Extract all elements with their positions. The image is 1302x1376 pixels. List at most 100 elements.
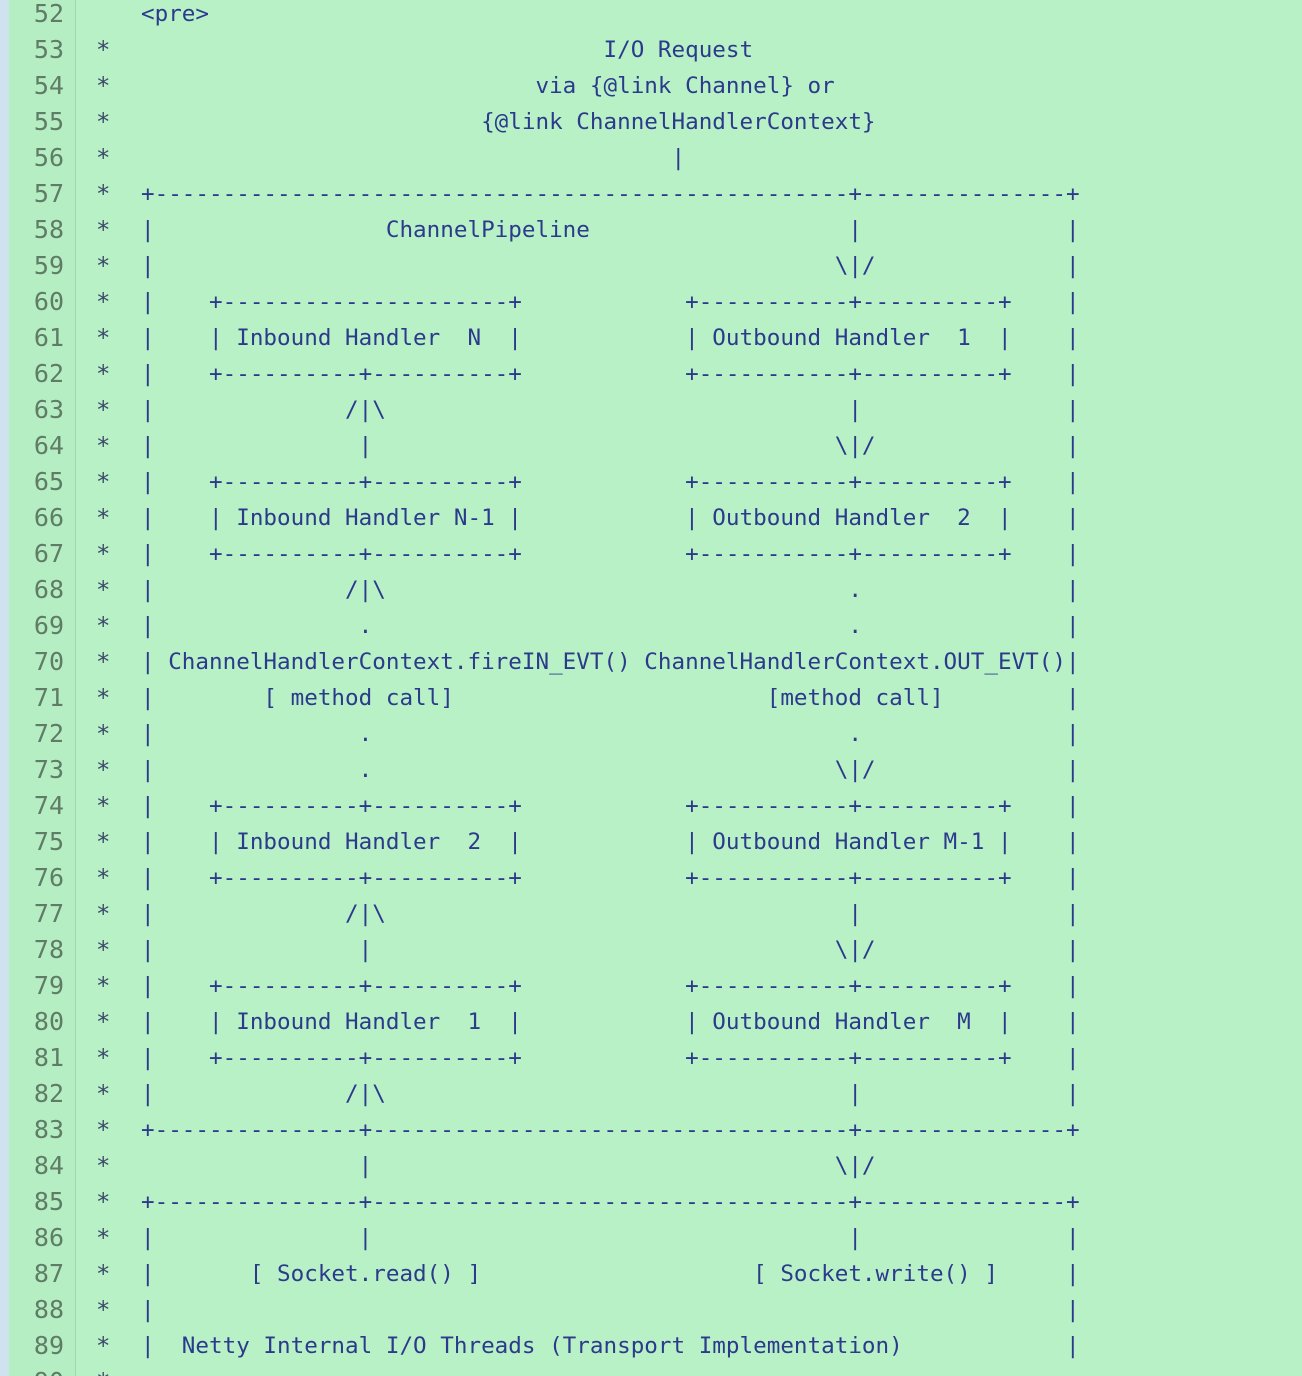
code-line[interactable]: 90*+------------------------------------…	[0, 1364, 1302, 1376]
code-line[interactable]: 56* |	[0, 140, 1302, 176]
code-line[interactable]: 81*| +----------+----------+ +----------…	[0, 1040, 1302, 1076]
code-text: | +----------+----------+ +-----------+-…	[141, 973, 1080, 999]
code-text: | | | |	[141, 1225, 1080, 1251]
code-text: | +----------+----------+ +-----------+-…	[141, 865, 1080, 891]
code-line[interactable]: 55 * {@link ChannelHandlerContext}	[0, 104, 1302, 140]
code-line[interactable]: 80*| | Inbound Handler 1 | | Outbound Ha…	[0, 1004, 1302, 1040]
code-text: | [ Socket.read() ] [ Socket.write() ] |	[141, 1261, 1080, 1287]
code-line[interactable]: 84 * | \|/	[0, 1148, 1302, 1184]
line-number: 62	[33, 359, 64, 388]
code-line[interactable]: 53* I/O Request	[0, 32, 1302, 68]
line-number-gutter	[9, 0, 76, 1376]
code-line[interactable]: 85*+---------------+--------------------…	[0, 1184, 1302, 1220]
line-number: 54	[33, 71, 64, 100]
code-line[interactable]: 86*| | | |	[0, 1220, 1302, 1256]
line-number: 70	[33, 647, 64, 676]
code-line[interactable]: 71*| [ method call] [method call] |	[0, 680, 1302, 716]
code-line[interactable]: 75*| | Inbound Handler 2 | | Outbound Ha…	[0, 824, 1302, 860]
code-line[interactable]: 54* via {@link Channel} or	[0, 68, 1302, 104]
code-line[interactable]: 88*| |	[0, 1292, 1302, 1328]
code-line[interactable]: 66*| | Inbound Handler N-1 | | Outbound …	[0, 500, 1302, 536]
code-line[interactable]: 70 * | ChannelHandlerContext.fireIN_EVT() …	[0, 644, 1302, 680]
line-number: 90	[9, 1364, 64, 1376]
line-number: 76	[33, 863, 64, 892]
line-number: 86	[33, 1223, 64, 1252]
comment-asterisk: *	[96, 432, 111, 460]
code-line[interactable]: 73*| . \|/ |	[0, 752, 1302, 788]
comment-asterisk: *	[96, 756, 111, 784]
code-line[interactable]: 83*+---------------+--------------------…	[0, 1112, 1302, 1148]
code-line[interactable]: 58*| ChannelPipeline | |	[0, 212, 1302, 248]
code-text: <pre>	[141, 1, 210, 27]
comment-asterisk: *	[96, 360, 111, 388]
comment-asterisk: *	[96, 900, 111, 928]
line-number: 87	[33, 1259, 64, 1288]
line-number: 63	[33, 395, 64, 424]
code-line[interactable]: 72*| . . |	[0, 716, 1302, 752]
comment-asterisk: *	[96, 108, 111, 136]
code-line[interactable]: 69*| . . |	[0, 608, 1302, 644]
code-line[interactable]: 87*| [ Socket.read() ] [ Socket.write() …	[0, 1256, 1302, 1292]
comment-asterisk: *	[96, 180, 111, 208]
code-line[interactable]: 60*| +---------------------+ +----------…	[0, 284, 1302, 320]
code-text: {@link ChannelHandlerContext}	[141, 109, 876, 135]
comment-asterisk: *	[96, 1008, 111, 1036]
line-number: 85	[33, 1187, 64, 1216]
code-text: | | Inbound Handler 1 | | Outbound Handl…	[141, 1009, 1080, 1035]
line-number: 55	[33, 107, 64, 136]
code-line[interactable]: 64*| | \|/ |	[0, 428, 1302, 464]
code-line[interactable]: 62 * | +----------+----------+ +----------…	[0, 356, 1302, 392]
code-line[interactable]: 89*| Netty Internal I/O Threads (Transpo…	[0, 1328, 1302, 1364]
comment-asterisk: *	[96, 1044, 111, 1072]
line-number: 69	[33, 611, 64, 640]
comment-asterisk: *	[96, 288, 111, 316]
code-text: | +----------+----------+ +-----------+-…	[141, 541, 1080, 567]
line-number: 52	[33, 0, 64, 28]
comment-asterisk: *	[96, 576, 111, 604]
line-number: 79	[33, 971, 64, 1000]
comment-asterisk: *	[96, 1364, 110, 1376]
line-number: 84	[33, 1151, 64, 1180]
code-text: | +----------+----------+ +-----------+-…	[141, 469, 1080, 495]
comment-asterisk: *	[96, 720, 111, 748]
code-text: | \|/	[141, 1153, 876, 1179]
code-text: | \|/ |	[141, 253, 1080, 279]
code-text: | +----------+----------+ +-----------+-…	[141, 361, 1080, 387]
line-number: 67	[33, 539, 64, 568]
code-line[interactable]: 79*| +----------+----------+ +----------…	[0, 968, 1302, 1004]
code-line[interactable]: 77*| /|\ | |	[0, 896, 1302, 932]
code-text: | ChannelHandlerContext.fireIN_EVT() Cha…	[141, 649, 1080, 675]
line-number: 82	[33, 1079, 64, 1108]
comment-asterisk: *	[96, 792, 111, 820]
code-text: | +----------+----------+ +-----------+-…	[141, 793, 1080, 819]
code-line[interactable]: 68*| /|\ . |	[0, 572, 1302, 608]
comment-asterisk: *	[96, 36, 111, 64]
code-line[interactable]: 59*| \|/ |	[0, 248, 1302, 284]
comment-asterisk: *	[96, 1332, 111, 1360]
code-line[interactable]: 76*| +----------+----------+ +----------…	[0, 860, 1302, 896]
code-text: | . . |	[141, 613, 1080, 639]
comment-asterisk: *	[96, 324, 111, 352]
code-line[interactable]: 67*| +----------+----------+ +----------…	[0, 536, 1302, 572]
code-text: | | Inbound Handler N-1 | | Outbound Han…	[141, 505, 1080, 531]
code-line[interactable]: 78*| | \|/ |	[0, 932, 1302, 968]
code-text: | | \|/ |	[141, 433, 1080, 459]
comment-asterisk: *	[96, 396, 111, 424]
comment-asterisk: *	[96, 648, 111, 676]
line-number: 57	[33, 179, 64, 208]
code-text: | |	[141, 1297, 1080, 1323]
comment-asterisk: *	[96, 1152, 111, 1180]
code-line[interactable]: 57*+------------------------------------…	[0, 176, 1302, 212]
code-line[interactable]: 74*| +----------+----------+ +----------…	[0, 788, 1302, 824]
line-number: 83	[33, 1115, 64, 1144]
code-line[interactable]: 61*| | Inbound Handler N | | Outbound Ha…	[0, 320, 1302, 356]
code-line[interactable]: 63*| /|\ | |	[0, 392, 1302, 428]
code-line[interactable]: 82*| /|\ | |	[0, 1076, 1302, 1112]
line-number: 75	[33, 827, 64, 856]
code-line[interactable]: 52 <pre>	[0, 0, 1302, 32]
line-number: 61	[33, 323, 64, 352]
code-line[interactable]: 65*| +----------+----------+ +----------…	[0, 464, 1302, 500]
line-number: 72	[33, 719, 64, 748]
